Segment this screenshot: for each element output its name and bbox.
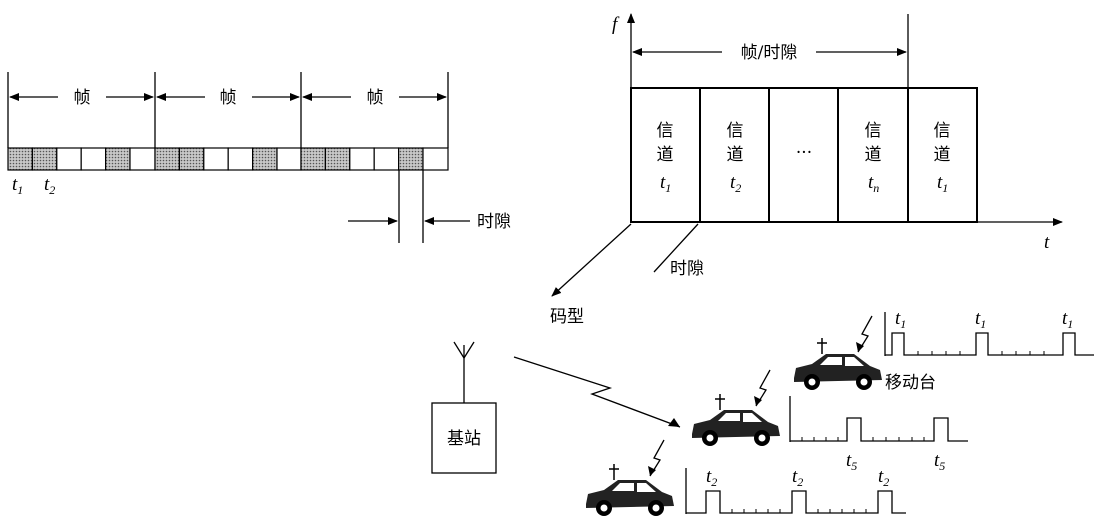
pulse-label: t1 — [975, 308, 986, 331]
network: 基站 移动台 — [432, 308, 1094, 516]
slot — [228, 148, 252, 170]
frame-slot-label: 帧/时隙 — [741, 43, 798, 63]
pulse-train-bottom: t2 t2 t2 — [686, 466, 906, 514]
frame-strip: 帧 帧 帧 — [8, 72, 511, 243]
slot — [204, 148, 228, 170]
svg-text:道: 道 — [727, 145, 744, 165]
car-icon — [794, 338, 882, 390]
pulse-label: t5 — [934, 450, 945, 473]
base-station-label: 基站 — [447, 429, 481, 449]
svg-text:信: 信 — [657, 121, 674, 141]
car-icon — [586, 464, 674, 516]
pulse-label: t2 — [878, 466, 889, 489]
frame-label: 帧 — [74, 88, 91, 108]
car-icon — [692, 394, 780, 446]
slot-label: 时隙 — [477, 212, 511, 232]
svg-text:道: 道 — [934, 145, 951, 165]
antenna-icon — [454, 342, 474, 403]
channel-block: 信 道 tn — [865, 121, 882, 195]
pulse-train-top: t1 t1 t1 — [885, 308, 1094, 356]
slot — [130, 148, 155, 170]
f-axis-label: f — [612, 14, 620, 35]
t-axis-label: t — [1044, 232, 1050, 253]
t1-label: t1 — [12, 174, 23, 197]
frame-span-2: 帧 — [157, 88, 299, 108]
svg-text:t2: t2 — [730, 172, 741, 195]
pulse-label: t2 — [706, 466, 717, 489]
channel-diagram: f t 帧/时隙 信 道 t1 信 道 t2 ··· 信 道 tn 信 — [550, 14, 1062, 327]
pulse-label: t1 — [1062, 308, 1073, 331]
pulse-label: t5 — [846, 450, 857, 473]
slot-label-right: 时隙 — [670, 259, 704, 279]
slot — [106, 148, 130, 170]
slot — [374, 148, 398, 170]
svg-text:道: 道 — [657, 145, 674, 165]
t2-label: t2 — [44, 174, 55, 197]
slot — [399, 148, 423, 170]
svg-text:信: 信 — [934, 121, 951, 141]
slot — [81, 148, 105, 170]
pulse-label: t1 — [895, 308, 906, 331]
channel-block: 信 道 t2 — [727, 121, 744, 195]
frame-span-1: 帧 — [10, 88, 153, 108]
slot — [8, 148, 32, 170]
svg-text:t1: t1 — [660, 172, 671, 195]
slot — [325, 148, 349, 170]
slot-row — [8, 148, 448, 170]
mobile-label: 移动台 — [885, 373, 936, 393]
frame-label: 帧 — [220, 88, 237, 108]
code-label: 码型 — [550, 307, 584, 327]
channel-block: 信 道 t1 — [657, 121, 674, 195]
svg-text:信: 信 — [865, 121, 882, 141]
frame-label: 帧 — [367, 88, 384, 108]
slot — [301, 148, 325, 170]
slot — [32, 148, 56, 170]
channel-block: 信 道 t1 — [934, 121, 951, 195]
slot — [155, 148, 179, 170]
signal-zigzag — [514, 357, 680, 427]
slot — [350, 148, 374, 170]
svg-text:信: 信 — [727, 121, 744, 141]
svg-text:道: 道 — [865, 145, 882, 165]
svg-text:t1: t1 — [937, 172, 948, 195]
slot — [423, 148, 448, 170]
slot — [253, 148, 277, 170]
code-arrow — [552, 224, 631, 296]
pulse-train-middle: t5 t5 — [790, 396, 968, 473]
svg-text:tn: tn — [868, 172, 879, 195]
slot — [277, 148, 301, 170]
ellipsis: ··· — [796, 143, 812, 163]
slot — [179, 148, 203, 170]
pulse-label: t2 — [792, 466, 803, 489]
frame-span-3: 帧 — [303, 88, 446, 108]
slot — [57, 148, 81, 170]
